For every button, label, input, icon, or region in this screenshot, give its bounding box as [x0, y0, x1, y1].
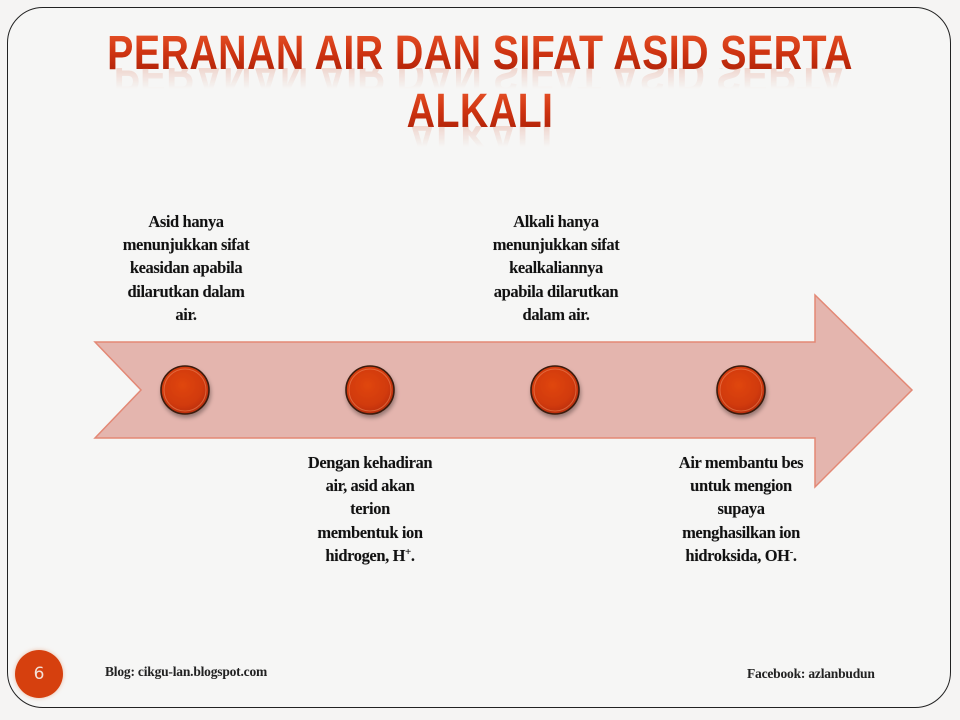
callout-line: menunjukkan sifat — [122, 235, 250, 255]
callout-line: untuk mengion — [690, 476, 792, 496]
timeline-node-1 — [160, 365, 210, 415]
callout-line: air, asid akan — [325, 476, 415, 496]
callout-line: dilarutkan dalam — [127, 281, 245, 301]
page-number-badge: 6 — [15, 650, 63, 698]
formula-text: hidrogen, H — [325, 545, 406, 565]
callout-line: terion — [350, 499, 390, 519]
callout-line: menunjukkan sifat — [492, 235, 620, 255]
charge-superscript: - — [789, 545, 794, 558]
slide-title-line-2: ALKALI — [86, 88, 873, 136]
callout-line: keasidan apabila — [129, 258, 243, 278]
charge-superscript: + — [405, 545, 411, 558]
period: . — [410, 545, 415, 565]
callout-line: Dengan kehadiran — [307, 453, 433, 472]
callout-line-formula: hidroksida, OH-. — [651, 544, 831, 567]
callout-line-formula: hidrogen, H+. — [280, 544, 460, 567]
arrow-shape — [93, 293, 914, 489]
callout-line: apabila dilarutkan — [493, 281, 619, 301]
formula-text: hidroksida, OH — [685, 545, 790, 565]
callout-line: Alkali hanya — [513, 212, 599, 231]
slide-title-line-1: PERANAN AIR DAN SIFAT ASID SERTA — [86, 30, 873, 78]
callout-line: Asid hanya — [148, 212, 224, 231]
callout-line: air. — [175, 304, 197, 324]
footer-facebook: Facebook: azlanbudun — [747, 666, 875, 681]
timeline-node-3 — [530, 365, 580, 415]
callout-alkali-dissolve: Alkali hanya menunjukkan sifat kealkalia… — [466, 210, 646, 326]
callout-line: membentuk ion — [317, 522, 423, 542]
callout-line: menghasilkan ion — [682, 522, 800, 542]
callout-line: dalam air. — [522, 304, 590, 324]
period: . — [792, 545, 797, 565]
callout-base-ionize: Air membantu bes untuk mengion supaya me… — [651, 451, 831, 567]
callout-line: kealkaliannya — [509, 258, 603, 278]
timeline-node-2 — [345, 365, 395, 415]
timeline-node-4 — [716, 365, 766, 415]
callout-acid-ionize: Dengan kehadiran air, asid akan terion m… — [280, 451, 460, 567]
callout-acid-dissolve: Asid hanya menunjukkan sifat keasidan ap… — [96, 210, 276, 326]
callout-line: supaya — [717, 499, 765, 519]
callout-line: Air membantu bes — [678, 453, 804, 472]
footer-blog: Blog: cikgu-lan.blogspot.com — [105, 664, 268, 679]
